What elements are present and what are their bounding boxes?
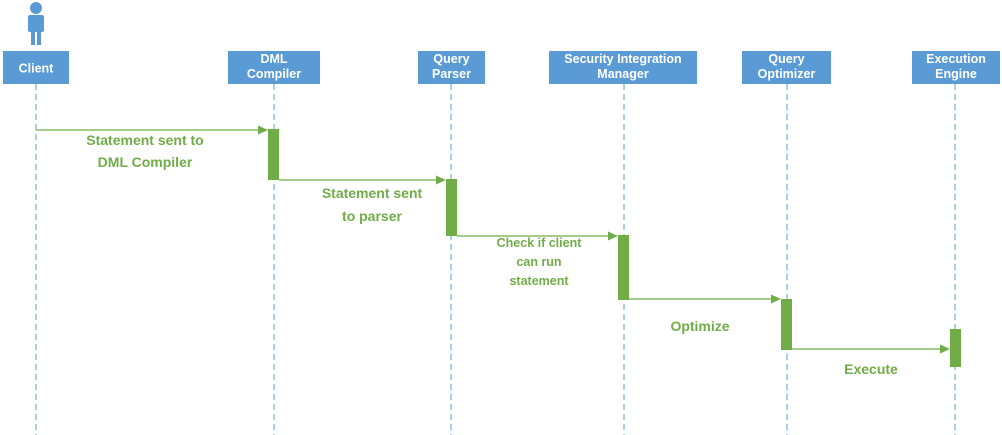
message-label: DML Compiler bbox=[98, 154, 193, 170]
participant-label: Execution bbox=[926, 52, 986, 66]
activation-bar-dml-compiler bbox=[268, 129, 279, 180]
message-label: Execute bbox=[844, 361, 898, 377]
message-label: to parser bbox=[342, 208, 402, 224]
participant-label: Optimizer bbox=[758, 67, 816, 81]
arrowhead-icon bbox=[771, 294, 781, 304]
arrowhead-icon bbox=[258, 125, 268, 135]
participant-label: Manager bbox=[597, 67, 649, 81]
arrowhead-icon bbox=[436, 175, 446, 185]
participant-label: Engine bbox=[935, 67, 977, 81]
message-security-integration-manager-to-query-optimizer: Optimize bbox=[629, 294, 781, 334]
participant-box bbox=[228, 51, 320, 84]
participant-box bbox=[549, 51, 697, 84]
activation-bar-execution-engine bbox=[950, 329, 961, 367]
participant-label: DML bbox=[260, 52, 287, 66]
participant-box bbox=[912, 51, 1000, 84]
participant-box bbox=[418, 51, 485, 84]
participant-label: Query bbox=[768, 52, 804, 66]
message-label: statement bbox=[509, 274, 569, 288]
participant-label: Client bbox=[19, 62, 55, 76]
participant-box bbox=[3, 51, 69, 84]
activation-bar-security-integration-manager bbox=[618, 235, 629, 300]
participant-label: Parser bbox=[432, 67, 471, 81]
message-label: Statement sent to bbox=[86, 132, 203, 148]
participant-client: Client bbox=[3, 51, 69, 84]
message-label: can run bbox=[516, 255, 561, 269]
message-label: Statement sent bbox=[322, 185, 423, 201]
person-icon bbox=[28, 2, 44, 45]
message-query-optimizer-to-execution-engine: Execute bbox=[792, 344, 950, 377]
participant-label: Compiler bbox=[247, 67, 301, 81]
message-query-parser-to-security-integration-manager: Check if client can run statement bbox=[457, 231, 618, 288]
participant-label: Security Integration bbox=[564, 52, 681, 66]
message-dml-compiler-to-query-parser: Statement sent to parser bbox=[279, 175, 446, 224]
participant-label: Query bbox=[433, 52, 469, 66]
arrowhead-icon bbox=[940, 344, 950, 354]
message-label: Optimize bbox=[670, 318, 729, 334]
participant-box bbox=[742, 51, 831, 84]
activation-bar-query-parser bbox=[446, 179, 457, 236]
arrowhead-icon bbox=[608, 231, 618, 241]
message-label: Check if client bbox=[497, 236, 583, 250]
activation-bar-query-optimizer bbox=[781, 299, 792, 350]
message-client-to-dml-compiler: Statement sent to DML Compiler bbox=[36, 125, 268, 170]
